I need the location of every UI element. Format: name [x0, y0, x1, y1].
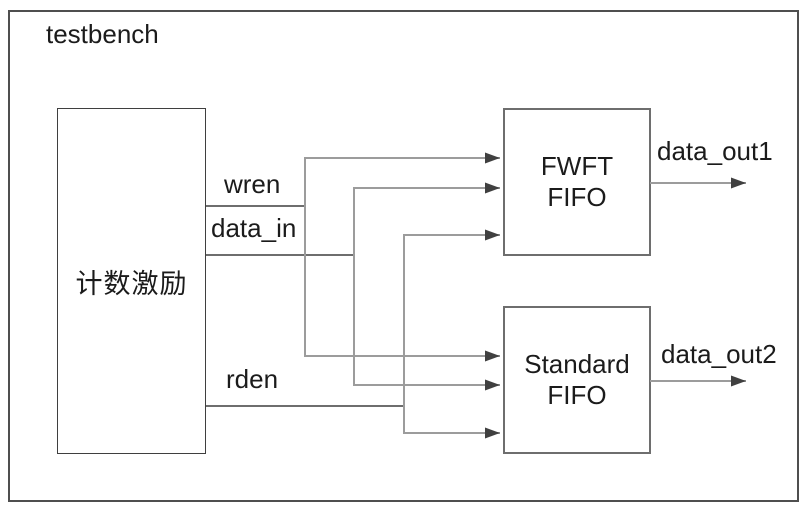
- fwft-fifo-label-line1: FWFT: [540, 151, 614, 181]
- stimulus-block: 计数激励: [57, 108, 206, 454]
- fwft-fifo-label-line2: FIFO: [547, 182, 607, 212]
- testbench-boundary-box: [8, 10, 799, 502]
- data-in-signal-label: data_in: [211, 213, 297, 243]
- fwft-fifo-block: FWFT FIFO: [503, 108, 651, 256]
- wren-signal-label: wren: [224, 169, 281, 199]
- standard-fifo-label-line2: FIFO: [547, 380, 607, 410]
- stimulus-block-label: 计数激励: [75, 268, 188, 299]
- standard-fifo-block: Standard FIFO: [503, 306, 651, 454]
- testbench-label: testbench: [46, 19, 159, 49]
- standard-fifo-label-line1: Standard: [524, 349, 630, 379]
- rden-signal-label: rden: [226, 364, 279, 394]
- data-out2-label: data_out2: [661, 339, 777, 369]
- data-out1-label: data_out1: [657, 136, 773, 166]
